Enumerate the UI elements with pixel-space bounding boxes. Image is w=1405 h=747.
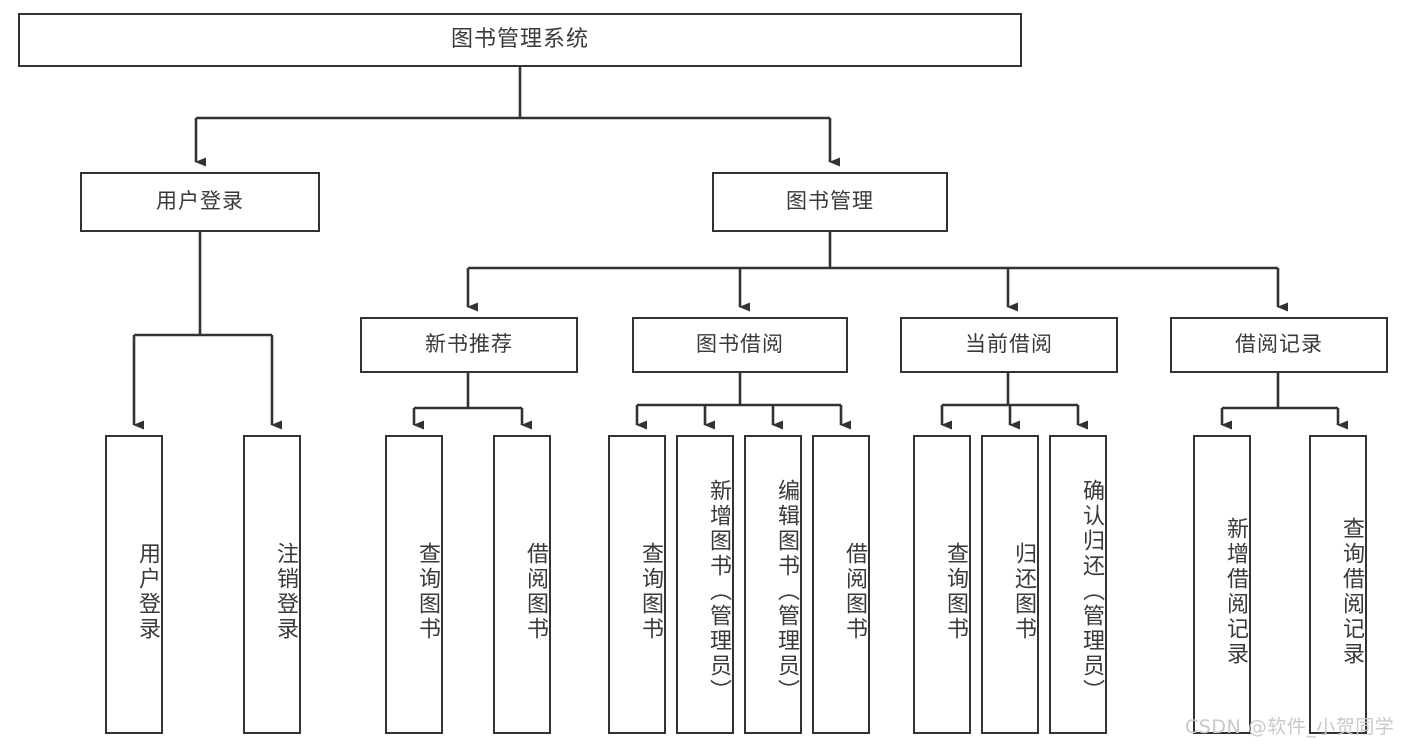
leaf-user-login-signin[interactable]: 用户登录 bbox=[105, 435, 163, 734]
leaf-current-confirm-return-admin[interactable]: 确认归还（管理员） bbox=[1049, 435, 1107, 734]
node-current-borrow[interactable]: 当前借阅 bbox=[900, 317, 1118, 373]
leaf-record-add-record[interactable]: 新增借阅记录 bbox=[1193, 435, 1251, 734]
node-label: 当前借阅 bbox=[965, 332, 1053, 357]
leaf-borrow-edit-book-admin[interactable]: 编辑图书（管理员） bbox=[744, 435, 802, 734]
node-label: 查询图书 bbox=[638, 541, 663, 642]
node-label: 用户登录 bbox=[156, 189, 244, 214]
node-borrow-record[interactable]: 借阅记录 bbox=[1170, 317, 1388, 373]
node-label: 确认归还（管理员） bbox=[1079, 479, 1104, 704]
node-label: 图书借阅 bbox=[696, 332, 784, 357]
leaf-user-login-signout[interactable]: 注销登录 bbox=[243, 435, 301, 734]
leaf-current-return-book[interactable]: 归还图书 bbox=[981, 435, 1039, 734]
csdn-watermark: CSDN @软件_小贺同学 bbox=[1185, 716, 1395, 738]
node-label: 注销登录 bbox=[273, 541, 298, 642]
leaf-borrow-add-book-admin[interactable]: 新增图书（管理员） bbox=[676, 435, 734, 734]
node-label: 借阅图书 bbox=[523, 541, 548, 642]
node-root-system[interactable]: 图书管理系统 bbox=[18, 13, 1022, 67]
node-label: 查询借阅记录 bbox=[1339, 516, 1364, 667]
leaf-current-query-book[interactable]: 查询图书 bbox=[913, 435, 971, 734]
node-label: 新增借阅记录 bbox=[1223, 516, 1248, 667]
node-label: 新书推荐 bbox=[425, 332, 513, 357]
node-label: 图书管理 bbox=[786, 189, 874, 214]
leaf-newbook-query-book[interactable]: 查询图书 bbox=[385, 435, 443, 734]
leaf-record-query-record[interactable]: 查询借阅记录 bbox=[1309, 435, 1367, 734]
node-label: 查询图书 bbox=[415, 541, 440, 642]
node-user-login[interactable]: 用户登录 bbox=[80, 172, 320, 232]
node-label: 图书管理系统 bbox=[450, 26, 589, 52]
leaf-borrow-borrow-book[interactable]: 借阅图书 bbox=[812, 435, 870, 734]
leaf-borrow-query-book[interactable]: 查询图书 bbox=[608, 435, 666, 734]
node-label: 用户登录 bbox=[135, 541, 160, 642]
node-label: 编辑图书（管理员） bbox=[774, 479, 799, 704]
node-new-book-recommend[interactable]: 新书推荐 bbox=[360, 317, 578, 373]
node-label: 借阅记录 bbox=[1235, 332, 1323, 357]
leaf-newbook-borrow-book[interactable]: 借阅图书 bbox=[493, 435, 551, 734]
node-label: 借阅图书 bbox=[842, 541, 867, 642]
node-book-borrow[interactable]: 图书借阅 bbox=[632, 317, 848, 373]
node-label: 新增图书（管理员） bbox=[706, 479, 731, 704]
node-label: 归还图书 bbox=[1011, 541, 1036, 642]
node-label: 查询图书 bbox=[943, 541, 968, 642]
node-book-management[interactable]: 图书管理 bbox=[712, 172, 948, 232]
